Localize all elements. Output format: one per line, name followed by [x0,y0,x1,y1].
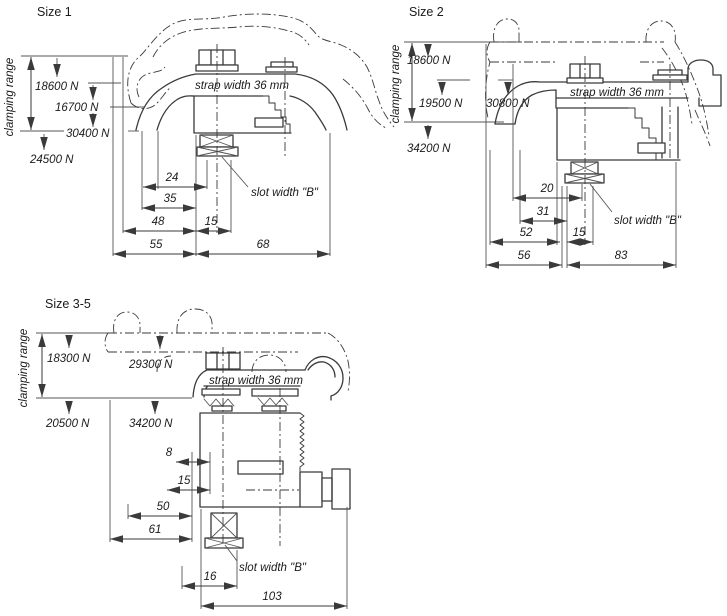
size35-t-nut [204,512,244,549]
size1-clamp-strap [135,73,348,134]
size2-title: Size 2 [409,5,444,19]
size2-rail-outline [485,18,711,147]
size35-rail-outline [104,308,350,392]
size1-rail-outline [127,13,395,129]
size35-clamp-strap [192,355,344,412]
size1-extension-lines [112,57,331,256]
size2-t-nut [564,161,605,184]
size2-clamp-strap [494,59,722,161]
size1-dim-15: 15 [205,216,218,228]
size1-dim-68: 68 [257,239,270,251]
size2-force-top: 18600 N [407,55,451,67]
size2-clamping-range-label: clamping range [390,45,402,124]
size1-dim-24: 24 [165,172,179,184]
size1-dim-35: 35 [164,193,177,205]
size35-dim-50: 50 [157,501,170,513]
size1-slot-leader [221,156,249,188]
size1-dimensions: 24 35 48 15 55 68 [113,172,330,258]
size1-dim-48: 48 [152,216,165,228]
size1-dim-55: 55 [150,239,163,251]
size2-strap-width-label: strap width 36 mm [570,87,664,99]
size35-force-below-right: 34200 N [129,418,173,430]
size1-strap-width-label: strap width 36 mm [195,80,289,92]
size35-slot-leader [224,544,238,562]
size2-force-mid-right: 30800 N [486,98,530,110]
size1-clamp-plate [265,61,298,73]
size1-force-bottom: 30400 N [66,128,110,140]
size1-title: Size 1 [37,5,72,19]
size35-dim-103: 103 [262,591,282,603]
size35-clamping-range-label: clamping range [18,329,30,408]
size2-dim-83: 83 [615,250,628,262]
size35-force-below-left: 20500 N [45,418,90,430]
size1-force-mid: 16700 N [55,102,99,114]
size35-body-block [199,412,305,508]
size35-knurled-knob [299,468,351,510]
size35-strap-width-label: strap width 36 mm [209,375,303,387]
size2-dim-52: 52 [520,227,533,239]
size2-force-mid-left: 19500 N [419,98,463,110]
size35-dim-16: 16 [204,571,217,583]
size1-force-below: 24500 N [29,154,74,166]
size1-force-top: 18600 N [35,81,79,93]
size35-dimensions: 8 15 50 61 16 103 [110,447,347,610]
size35-force-top: 18300 N [47,353,91,365]
panel-size-1: Size 1 clamping range 18600 N 16700 N 30… [4,5,395,258]
size35-force-mid-right: 29300 N [128,359,173,371]
size35-dim-61: 61 [149,524,162,536]
size2-dim-20: 20 [540,183,554,195]
panel-size-2: Size 2 clamping range 18600 N 19500 N 30… [390,5,722,269]
size2-dim-56: 56 [518,250,531,262]
size35-title: Size 3-5 [45,297,91,311]
size2-dim-15: 15 [573,227,586,239]
size2-slot-leader [589,183,613,213]
size35-dim-8: 8 [166,447,173,459]
size2-dim-31: 31 [537,206,550,218]
panel-size-3-5: Size 3-5 clamping range 18300 N 29300 N … [18,297,351,610]
size1-t-nut [196,134,239,157]
size2-force-below: 34200 N [407,143,451,155]
size2-slot-width-label: slot width "B" [614,215,682,227]
size1-slot-width-label: slot width "B" [251,187,319,199]
size2-dimensions: 20 31 52 15 56 83 [486,183,676,269]
size35-dim-15: 15 [178,475,191,487]
size1-clamping-range-label: clamping range [4,58,16,137]
size35-extension-lines [109,400,348,609]
size35-slot-width-label: slot width "B" [239,562,307,574]
